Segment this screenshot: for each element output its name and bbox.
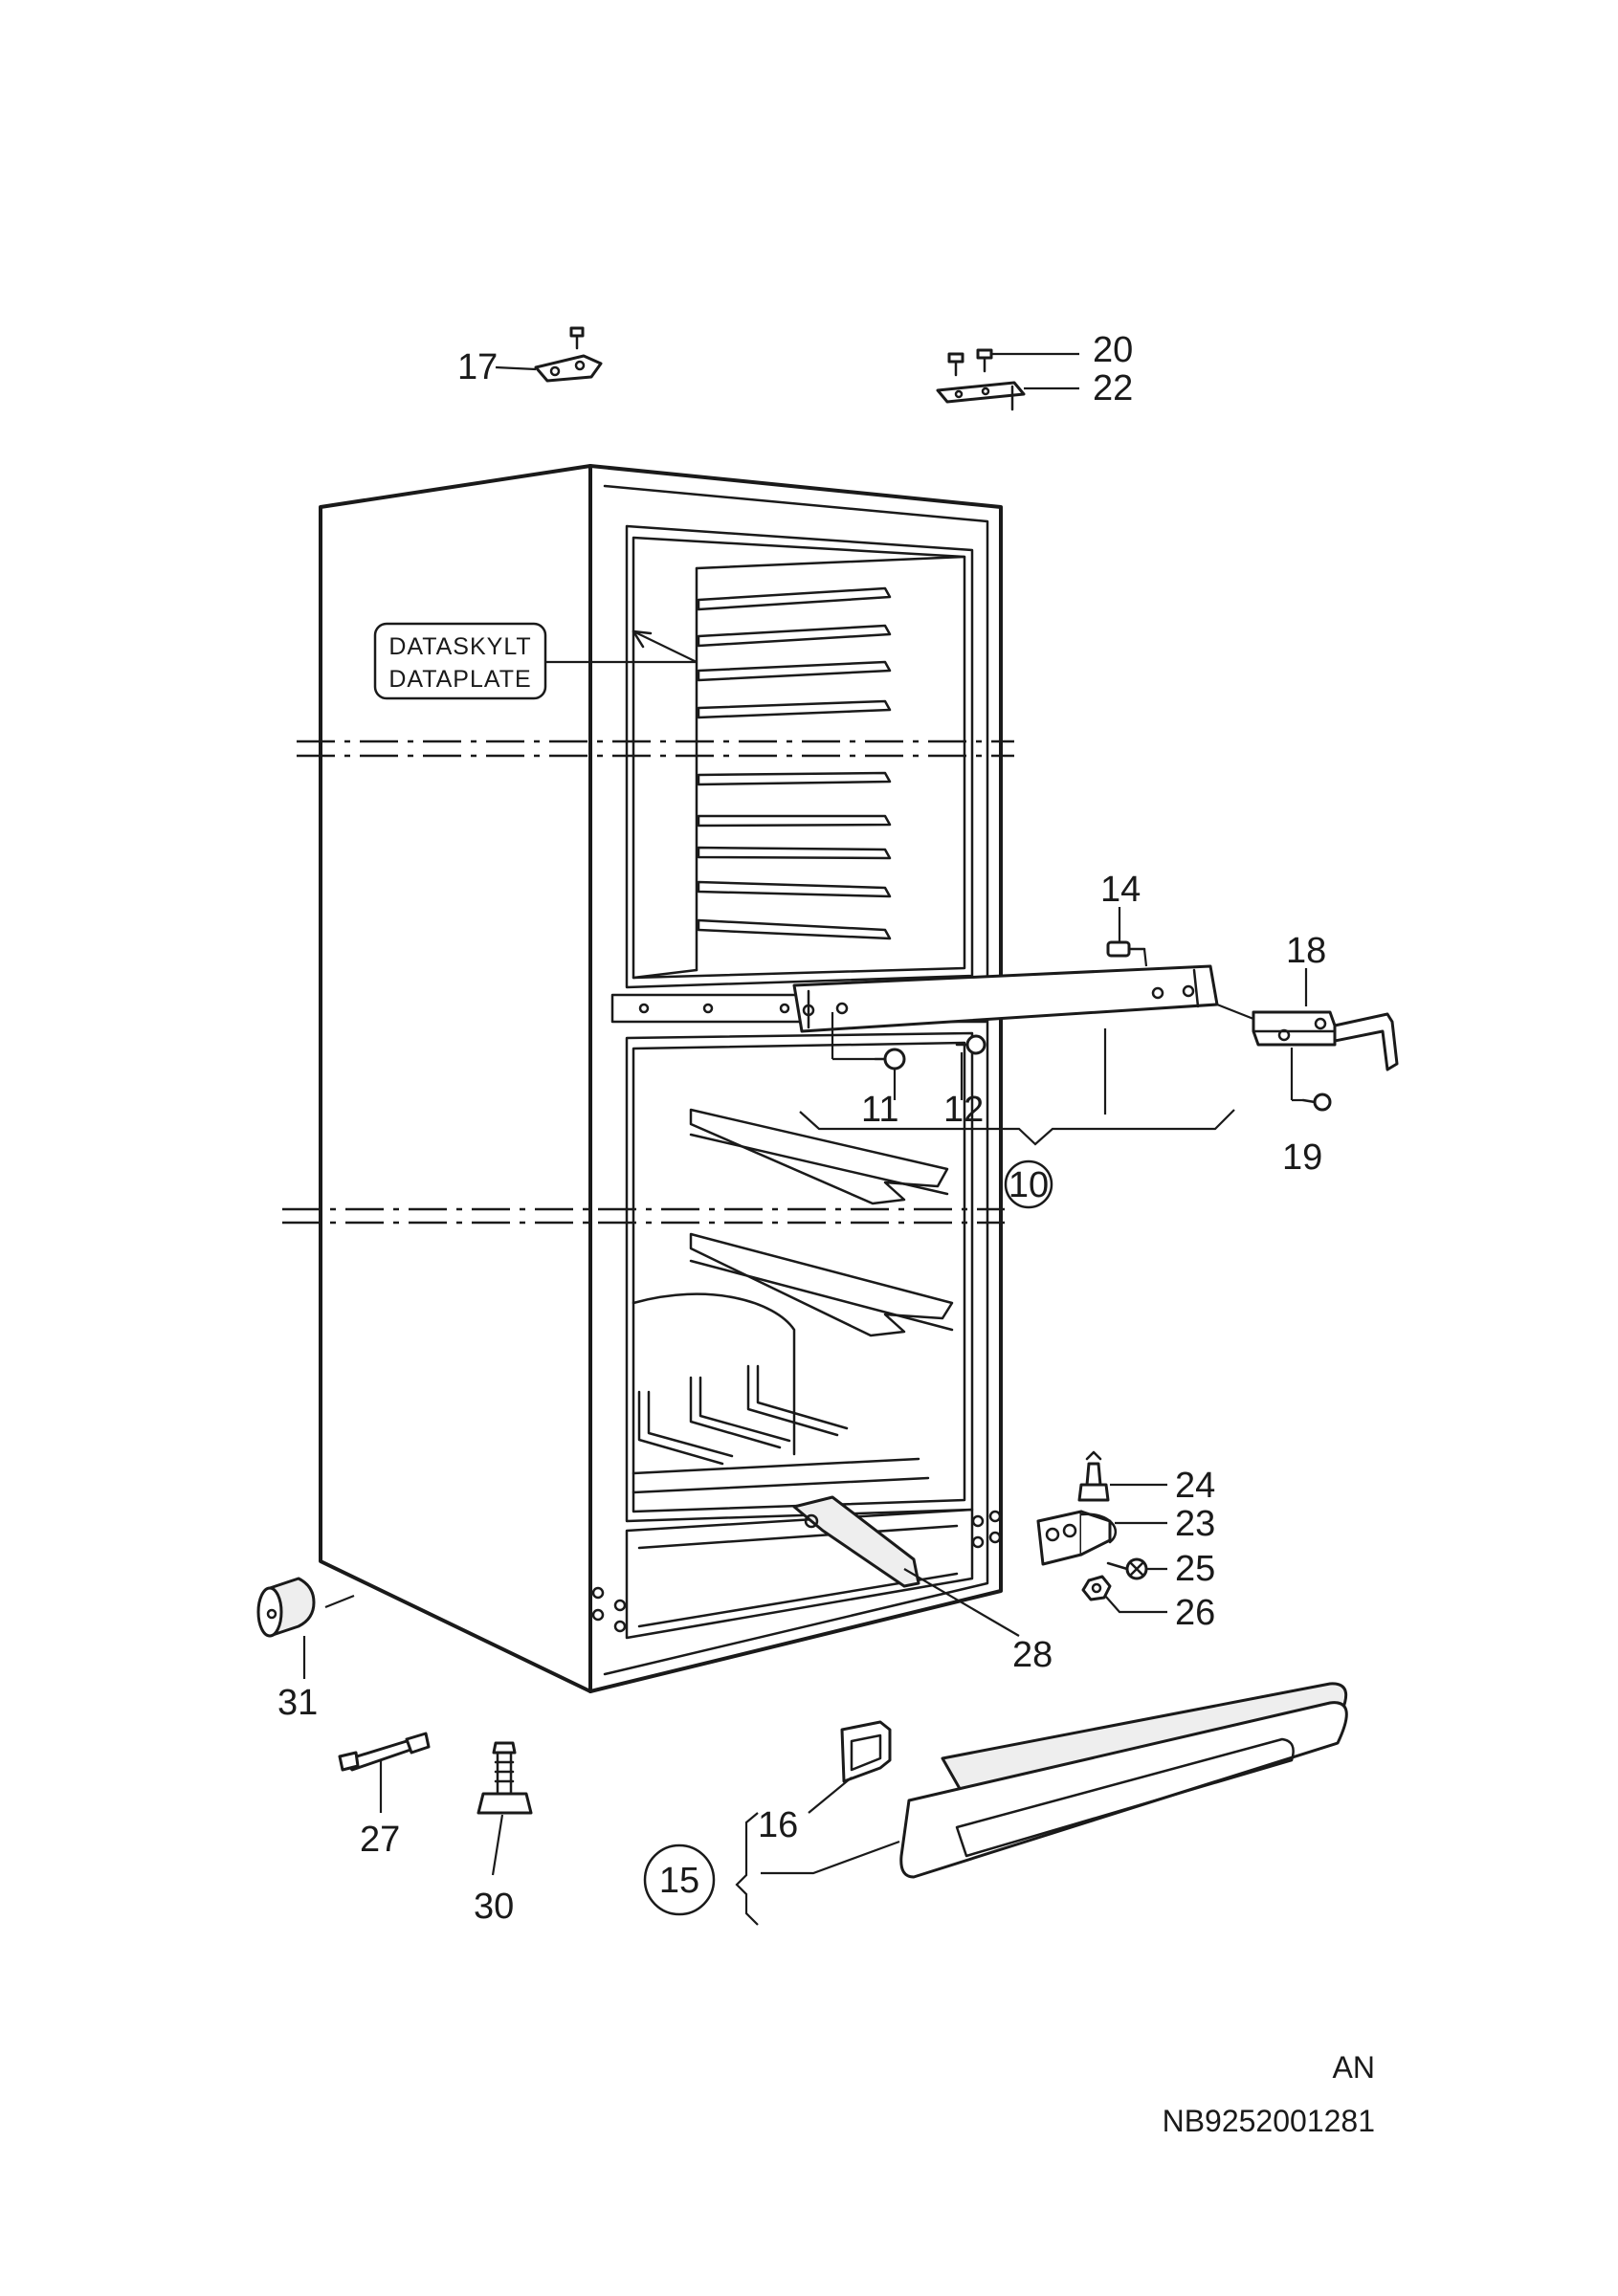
label-16: 16 — [758, 1805, 798, 1845]
language-code: AN — [1333, 2050, 1375, 2085]
part-15-door-shelf[interactable] — [643, 1682, 1348, 1926]
label-12: 12 — [943, 1090, 984, 1130]
label-10: 10 — [1008, 1165, 1049, 1205]
part-23-bottom-hinge[interactable] — [1036, 1510, 1167, 1566]
part-22-top-hinge[interactable] — [936, 381, 1079, 411]
data-plate-line-1: DATASKYLT — [388, 633, 531, 660]
part-10-divider-assembly[interactable] — [792, 964, 1235, 1209]
data-plate-line-2: DATAPLATE — [388, 666, 531, 693]
part-12-screw[interactable] — [955, 1034, 986, 1100]
label-24: 24 — [1175, 1466, 1215, 1506]
label-23: 23 — [1175, 1504, 1215, 1544]
part-16-shelf-support[interactable] — [808, 1720, 892, 1814]
part-31-foot-cap[interactable] — [256, 1577, 355, 1679]
label-31: 31 — [277, 1683, 318, 1723]
part-25-screw[interactable] — [1106, 1557, 1167, 1580]
label-17: 17 — [457, 347, 498, 387]
label-18: 18 — [1286, 931, 1326, 971]
document-number: NB9252001281 — [1163, 2104, 1375, 2138]
part-19-screw[interactable] — [1290, 1048, 1332, 1112]
part-11-screw[interactable] — [831, 1012, 906, 1100]
part-24-hinge-pin[interactable] — [1077, 1450, 1167, 1502]
label-30: 30 — [474, 1887, 514, 1927]
fridge-compartment — [591, 1031, 1002, 1640]
part-27-wrench[interactable] — [338, 1732, 431, 1813]
label-27: 27 — [360, 1820, 400, 1860]
label-28: 28 — [1012, 1635, 1053, 1675]
label-11: 11 — [861, 1090, 898, 1130]
label-25: 25 — [1175, 1549, 1215, 1589]
part-28-door-rail[interactable] — [792, 1495, 1020, 1637]
part-18-middle-hinge[interactable] — [1216, 968, 1399, 1071]
part-20-screws[interactable] — [947, 348, 1079, 377]
part-14-screw[interactable] — [1106, 907, 1148, 967]
label-20: 20 — [1093, 330, 1133, 370]
label-15: 15 — [659, 1861, 699, 1901]
freezer-compartment — [625, 524, 974, 989]
label-19: 19 — [1282, 1137, 1322, 1178]
label-14: 14 — [1100, 870, 1141, 910]
label-26: 26 — [1175, 1593, 1215, 1633]
part-30-adjustable-foot[interactable] — [477, 1741, 533, 1876]
label-22: 22 — [1093, 368, 1133, 408]
data-plate-callout: DATASKYLT DATAPLATE — [373, 622, 698, 700]
cabinet-body — [319, 464, 1003, 1693]
part-26-nut[interactable] — [1081, 1575, 1167, 1614]
part-17-top-hinge-cover[interactable] — [495, 326, 603, 383]
